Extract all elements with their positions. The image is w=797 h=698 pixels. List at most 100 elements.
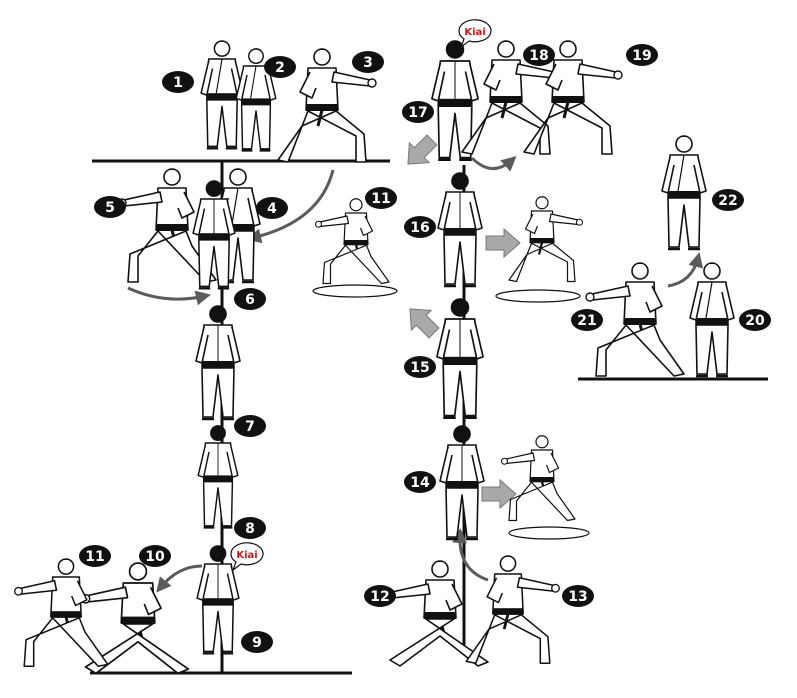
curve-arrow-3-to-4 [246, 169, 335, 244]
karateka-figure-f13 [465, 555, 560, 665]
step-badge-11: 11 [79, 545, 111, 567]
step-badge-shape [234, 517, 266, 539]
step-badge-label: 12 [370, 589, 389, 605]
step-badge-label: 18 [529, 48, 548, 64]
step-badge-19: 19 [626, 44, 658, 66]
karateka-figure-f6 [192, 180, 236, 290]
step-badge-label: 6 [245, 292, 255, 308]
step-badge-13: 13 [562, 585, 594, 607]
step-badge-label: 13 [568, 589, 587, 605]
step-badge-shape [523, 44, 555, 66]
step-badge-shape [402, 101, 434, 123]
karateka-figure-f20 [689, 262, 735, 378]
step-badge-label: 4 [267, 201, 277, 217]
block-arrow-14-to-right [481, 478, 517, 510]
step-badge-3: 3 [352, 51, 384, 73]
step-badge-label: 14 [410, 475, 430, 491]
karateka-figure-f11b [314, 198, 390, 285]
step-badge-shape [712, 189, 744, 211]
step-badge-label: 7 [245, 419, 255, 435]
curve-arrow-9-to-10 [156, 564, 203, 593]
step-badge-shape [404, 471, 436, 493]
karateka-figure-f10 [80, 562, 190, 675]
step-badge-shape [139, 545, 171, 567]
step-badge-label: 16 [410, 220, 429, 236]
step-badge-shape [739, 309, 771, 331]
kiai-label: Kiai [236, 550, 257, 561]
step-badge-shape [626, 44, 658, 66]
step-badge-18: 18 [523, 44, 555, 66]
step-badge-label: 1 [173, 75, 183, 91]
step-badge-shape [256, 197, 288, 219]
step-badge-6: 6 [234, 288, 266, 310]
kiai-bubble-17: Kiai [458, 19, 492, 49]
karateka-figure-f14b [500, 435, 576, 522]
floor-ellipse-11 [312, 284, 398, 298]
karateka-figure-f11 [14, 558, 109, 668]
step-badge-4: 4 [256, 197, 288, 219]
step-badge-12: 12 [364, 585, 396, 607]
floor-ellipse-16 [495, 289, 581, 303]
step-badge-shape [562, 585, 594, 607]
step-badge-label: 3 [363, 55, 373, 71]
step-badge-label: 11 [85, 549, 104, 565]
step-badge-16: 16 [404, 216, 436, 238]
step-badge-label: 22 [718, 193, 737, 209]
step-badge-shape [162, 71, 194, 93]
curve-arrow-13-to-14 [452, 528, 489, 582]
karateka-figure-f18 [461, 40, 561, 155]
step-badge-shape [234, 288, 266, 310]
step-badge-shape [352, 51, 384, 73]
step-badge-label: 17 [408, 105, 427, 121]
step-badge-label: 10 [145, 549, 165, 565]
step-badge-label: 11 [371, 191, 390, 207]
step-badge-8: 8 [234, 517, 266, 539]
step-badge-21: 21 [571, 309, 603, 331]
step-badge-label: 21 [577, 313, 596, 329]
karateka-figure-f7 [195, 305, 241, 421]
step-badge-label: 8 [245, 521, 255, 537]
step-badge-1: 1 [162, 71, 194, 93]
step-badge-label: 20 [745, 313, 765, 329]
karateka-figure-f17 [431, 40, 479, 161]
karateka-figure-f5 [117, 168, 217, 283]
step-badge-shape [365, 187, 397, 209]
step-badge-22: 22 [712, 189, 744, 211]
karateka-figure-f21 [585, 262, 685, 377]
step-badge-11: 11 [365, 187, 397, 209]
step-badge-label: 9 [252, 635, 262, 651]
kiai-label: Kiai [464, 27, 485, 38]
step-badge-shape [364, 585, 396, 607]
step-badge-17: 17 [402, 101, 434, 123]
step-badge-shape [79, 545, 111, 567]
block-arrow-15-to-11 [409, 308, 440, 339]
kiai-bubble-shape [458, 19, 492, 49]
karateka-figure-f16 [437, 172, 483, 288]
step-badge-label: 19 [632, 48, 651, 64]
karateka-figure-f3 [277, 48, 377, 163]
karateka-figure-f8 [197, 425, 239, 529]
step-badge-label: 5 [105, 200, 115, 216]
karateka-figure-f15 [436, 298, 484, 419]
karateka-figure-f1 [200, 40, 244, 150]
step-badge-2: 2 [264, 56, 296, 78]
karateka-figure-f9 [196, 545, 240, 655]
step-badge-shape [404, 216, 436, 238]
step-badge-shape [234, 415, 266, 437]
step-badge-shape [571, 309, 603, 331]
karateka-figure-f14 [439, 425, 485, 541]
curve-arrow-17-to-18 [470, 155, 517, 172]
curve-arrow-21-to-22 [667, 252, 704, 288]
karateka-figure-f22 [661, 135, 707, 251]
floor-ellipse-14 [508, 526, 590, 540]
curve-arrow-5-to-6 [127, 286, 211, 306]
step-badge-14: 14 [404, 471, 436, 493]
kiai-bubble-shape [230, 542, 264, 572]
karateka-figure-f16b [508, 196, 584, 283]
step-badge-label: 15 [410, 360, 429, 376]
step-badge-label: 2 [275, 60, 285, 76]
